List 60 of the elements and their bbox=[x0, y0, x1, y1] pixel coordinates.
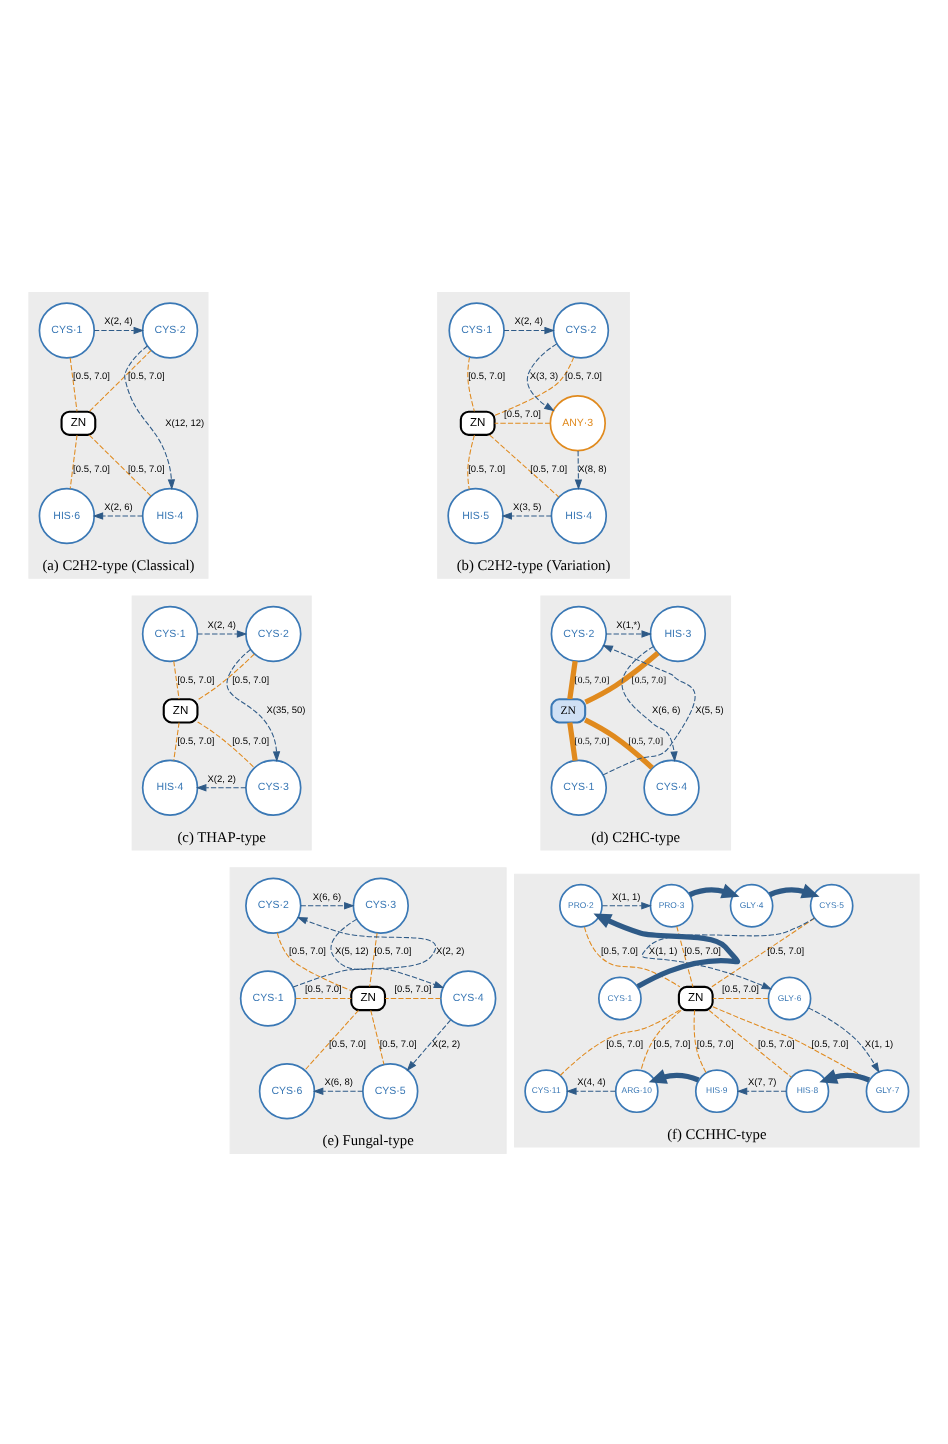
connector bbox=[467, 433, 475, 489]
arrow bbox=[648, 1068, 700, 1083]
connector bbox=[304, 1008, 359, 1070]
arrow bbox=[503, 325, 555, 334]
arrow bbox=[196, 629, 248, 637]
arrow bbox=[819, 1068, 871, 1083]
connector bbox=[384, 996, 442, 998]
arrow bbox=[688, 882, 740, 898]
arrow bbox=[195, 783, 247, 791]
connector bbox=[370, 1008, 385, 1064]
arrow bbox=[602, 644, 696, 775]
connector bbox=[369, 931, 378, 987]
arrow bbox=[330, 917, 445, 988]
connector bbox=[640, 1008, 682, 1070]
connector bbox=[693, 1008, 707, 1073]
arrow bbox=[574, 449, 583, 489]
arrow bbox=[593, 912, 740, 988]
connector bbox=[69, 433, 78, 489]
connector bbox=[88, 348, 152, 411]
arrow bbox=[601, 901, 652, 909]
connector bbox=[489, 433, 560, 497]
connector bbox=[467, 355, 475, 411]
connector bbox=[583, 925, 681, 987]
connector bbox=[559, 1008, 680, 1075]
connector bbox=[567, 721, 578, 760]
connector bbox=[69, 356, 78, 411]
arrow bbox=[641, 916, 816, 989]
connector bbox=[494, 421, 551, 423]
arrow bbox=[124, 344, 176, 489]
arrow bbox=[226, 647, 281, 761]
arrow bbox=[501, 511, 552, 519]
connector bbox=[676, 924, 694, 987]
connector bbox=[197, 652, 255, 700]
arrow bbox=[292, 916, 437, 987]
arrow bbox=[808, 1006, 880, 1073]
connector bbox=[197, 720, 255, 768]
connector bbox=[712, 996, 769, 998]
arrow bbox=[300, 901, 355, 909]
connector bbox=[584, 650, 660, 704]
arrow bbox=[768, 882, 820, 898]
arrow bbox=[406, 1018, 452, 1071]
connector bbox=[584, 716, 654, 769]
arrow bbox=[526, 342, 558, 411]
connector bbox=[173, 659, 180, 699]
connector bbox=[88, 433, 152, 496]
connector bbox=[567, 659, 578, 699]
connector bbox=[494, 355, 575, 415]
connector bbox=[712, 1005, 870, 1080]
connector bbox=[173, 721, 180, 761]
connector bbox=[276, 931, 352, 991]
arrow bbox=[605, 629, 652, 637]
arrow bbox=[312, 1086, 364, 1094]
arrow bbox=[736, 1086, 787, 1094]
connector bbox=[711, 916, 815, 987]
arrow bbox=[621, 645, 678, 761]
connector bbox=[708, 1008, 792, 1077]
arrow bbox=[92, 511, 144, 519]
connector bbox=[295, 996, 352, 998]
arrow bbox=[566, 1086, 616, 1094]
arrow bbox=[93, 325, 145, 334]
